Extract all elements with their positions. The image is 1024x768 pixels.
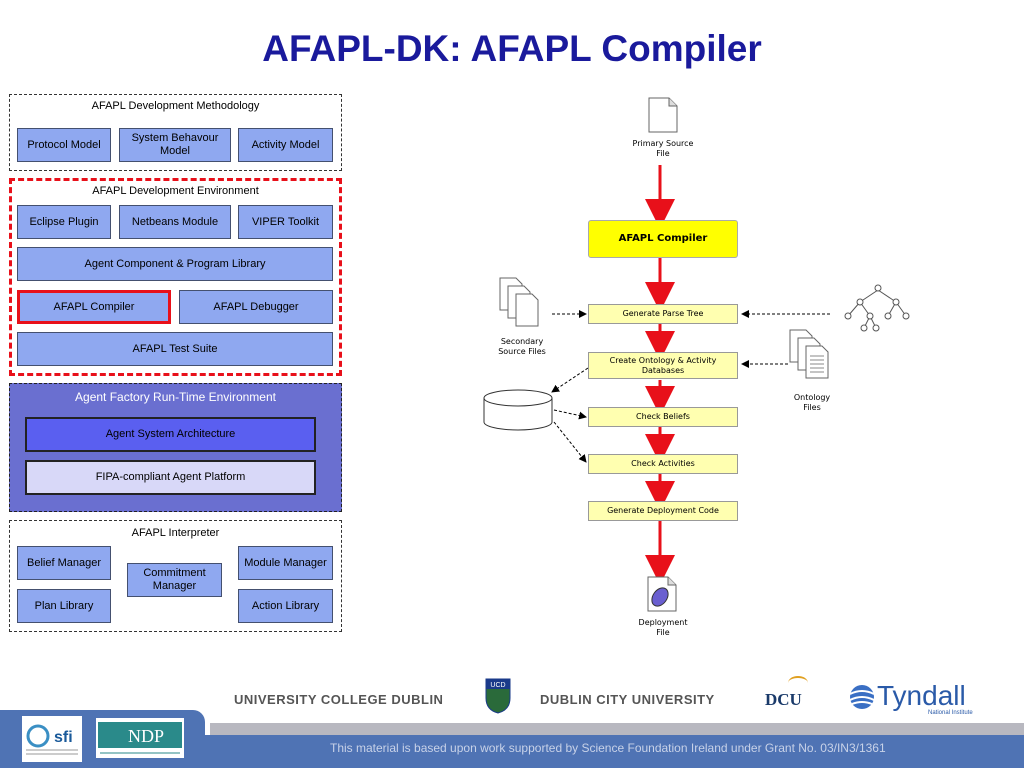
dcu-logo-swoosh [788,676,808,690]
belief-manager-box: Belief Manager [17,546,111,580]
dcu-logo: DCU [765,690,802,709]
ucd-name: UNIVERSITY COLLEGE DUBLIN [234,692,444,707]
plan-library-box: Plan Library [17,589,111,623]
flow-generate-deployment-code: Generate Deployment Code [588,501,738,521]
activity-model-box: Activity Model [238,128,333,162]
netbeans-module-box: Netbeans Module [119,205,231,239]
afapl-debugger-box: AFAPL Debugger [179,290,333,324]
secondary-source-label: Secondary Source Files [498,337,546,356]
primary-source-label: Primary Source File [632,139,694,158]
tyndall-subtitle: National Institute [928,710,973,716]
ucd-logo-text: UCD [490,682,505,689]
parse-tree-icon [844,284,910,332]
tyndall-globe-icon [848,684,876,710]
eclipse-plugin-box: Eclipse Plugin [17,205,111,239]
page-title: AFAPL-DK: AFAPL Compiler [262,28,762,69]
deployment-file-icon [647,576,677,612]
ontology-files-label: Ontology Files [793,393,831,412]
environment-label: AFAPL Development Environment [92,185,259,197]
flow-create-databases: Create Ontology & Activity Databases [588,352,738,379]
methodology-panel [9,94,342,171]
tyndall-name: Tyndall [877,680,966,711]
fipa-platform-box: FIPA-compliant Agent Platform [25,460,316,495]
ndp-logo: NDP [96,718,184,758]
primary-source-file-icon [648,97,678,133]
commitment-manager-box: Commitment Manager [127,563,222,597]
system-behaviour-model-box: System Behavour Model [119,128,231,162]
footer-grey-stripe [210,723,1024,735]
action-library-box: Action Library [238,589,333,623]
methodology-label: AFAPL Development Methodology [91,100,260,112]
runtime-label: Agent Factory Run-Time Environment [75,390,276,404]
flow-check-beliefs: Check Beliefs [588,407,738,427]
grant-notice: This material is based upon work support… [330,741,886,755]
deployment-file-label: Deployment File [638,618,688,637]
dcu-name: DUBLIN CITY UNIVERSITY [540,692,715,707]
interpreter-panel [9,520,342,632]
afapl-test-suite-box: AFAPL Test Suite [17,332,333,366]
environment-panel [9,178,342,376]
ucd-logo: UCD [485,678,511,714]
module-manager-box: Module Manager [238,546,333,580]
flow-generate-parse-tree: Generate Parse Tree [588,304,738,324]
flow-afapl-compiler: AFAPL Compiler [588,220,738,258]
interpreter-label: AFAPL Interpreter [131,527,220,539]
agent-system-architecture-box: Agent System Architecture [25,417,316,452]
component-library-box: Agent Component & Program Library [17,247,333,281]
sfi-logo-text: sfi [54,729,73,746]
afapl-compiler-box: AFAPL Compiler [17,290,171,324]
compiler-flow-diagram [483,97,910,612]
side-flow-arrows [551,310,830,463]
secondary-source-files-icon [499,277,539,327]
ontology-files-icon [789,329,829,379]
database-icon [483,389,553,431]
flow-check-activities: Check Activities [588,454,738,474]
ndp-logo-text: NDP [128,726,164,746]
viper-toolkit-box: VIPER Toolkit [238,205,333,239]
sfi-logo: sfi [22,716,82,762]
protocol-model-box: Protocol Model [17,128,111,162]
